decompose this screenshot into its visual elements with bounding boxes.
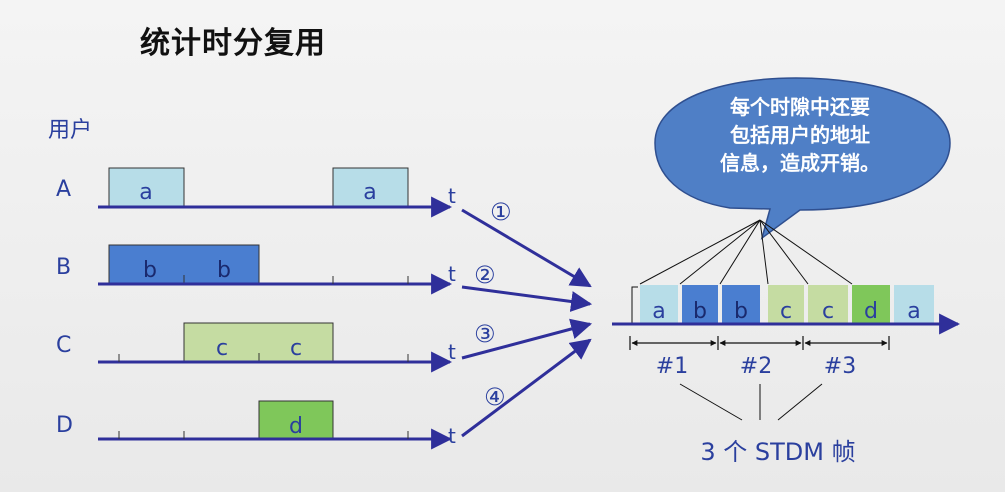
stdm-slot-5 [808, 285, 848, 323]
stdm-slot-2 [682, 285, 718, 323]
callout-line-1: 每个时隙中还要 [730, 95, 870, 119]
user-d-slot-1-label: d [289, 414, 303, 439]
user-a-slot-2 [332, 167, 409, 208]
callout-line-3: 信息，造成开销。 [720, 151, 880, 175]
frame-label-1: #1 [656, 354, 688, 379]
users-label: 用户 [48, 118, 93, 143]
stdm-slot-4 [768, 285, 804, 323]
user-a-time-label: t [448, 184, 456, 208]
stdm-slot-6 [852, 285, 890, 323]
channel-number-1: ① [490, 198, 512, 226]
stdm-channel: a b b c c d a [612, 285, 961, 335]
frames-caption: 3 个 STDM 帧 [700, 438, 855, 466]
frame-spans [629, 336, 890, 350]
caption-pointer-lines [679, 383, 823, 421]
user-b-slot-1-label: b [143, 258, 157, 283]
user-a-row: A a a t [56, 167, 456, 218]
callout-line-2: 包括用户的地址 [730, 123, 870, 147]
user-b-slot-2-label: b [217, 258, 231, 283]
user-b-row: B b b t [56, 244, 456, 295]
user-a-slot-1-label: a [139, 180, 152, 205]
stdm-slot-7-label: a [907, 299, 920, 324]
page-title: 统计时分复用 [140, 26, 326, 61]
user-d-time-label: t [448, 424, 456, 448]
stdm-slot-1-label: a [652, 299, 665, 324]
channel-number-4: ④ [484, 383, 506, 411]
stdm-header-marker [631, 286, 638, 323]
user-c-label: C [56, 333, 71, 358]
stdm-slot-2-label: b [693, 299, 707, 324]
channel-number-2: ② [474, 261, 496, 289]
channel-number-3: ③ [474, 320, 496, 348]
stdm-slot-7 [894, 285, 934, 323]
stdm-slot-5-label: c [822, 299, 834, 324]
stdm-slot-3 [722, 285, 760, 323]
mux-arrow-3 [461, 318, 593, 360]
user-c-slot-2-label: c [290, 336, 302, 361]
callout-bubble: 每个时隙中还要 包括用户的地址 信息，造成开销。 [654, 77, 951, 240]
user-d-row: D d t [56, 400, 456, 450]
stdm-slot-4-label: c [780, 299, 792, 324]
user-c-slot-1-label: c [216, 336, 228, 361]
mux-arrow-2 [461, 285, 593, 312]
user-a-label: A [56, 177, 71, 202]
callout-shape [654, 77, 951, 240]
frame-label-2: #2 [740, 354, 772, 379]
user-d-label: D [56, 413, 73, 438]
multiplex-arrows: ① ② ③ ④ [461, 198, 593, 438]
user-c-row: C c c t [56, 322, 456, 373]
stdm-slot-6-label: d [864, 299, 878, 324]
mux-arrow-1 [461, 208, 592, 288]
user-a-slot-2-label: a [363, 180, 376, 205]
user-b-time-label: t [448, 262, 456, 286]
callout-pointer-lines [639, 219, 853, 285]
stdm-slot-3-label: b [734, 299, 748, 324]
stdm-slot-1 [640, 285, 678, 323]
frame-label-3: #3 [824, 354, 856, 379]
user-b-label: B [56, 255, 71, 280]
user-c-time-label: t [448, 340, 456, 364]
mux-arrow-4 [461, 338, 592, 438]
